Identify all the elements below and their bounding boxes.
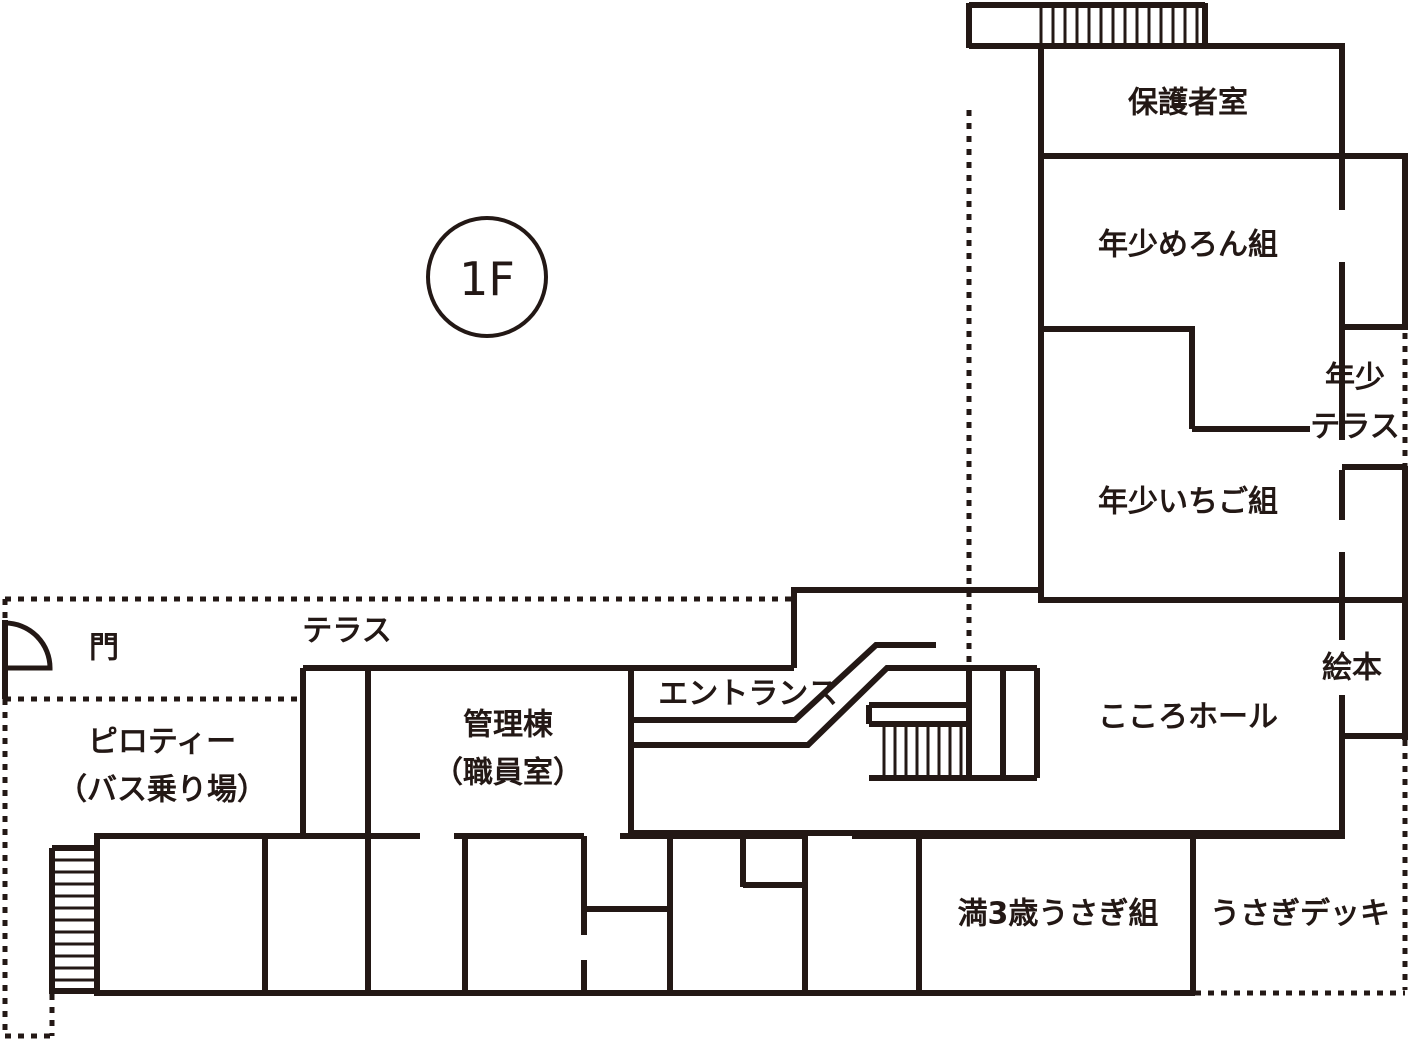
gate-door-icon [4,620,53,671]
room-label-usagi-deck: うさぎデッキ [1210,897,1390,932]
room-label-nensho-melon: 年少めろん組 [1098,228,1278,263]
room-label-nensho-terrace-1: 年少 [1325,361,1385,396]
room-label-nensho-ichigo: 年少いちご組 [1098,485,1278,520]
room-label-kokoro-hall: こころホール [1098,700,1278,735]
west-stairs [49,845,97,994]
room-label-mon: 門 [89,631,119,666]
west-walls [2,587,797,1039]
room-label-piloti-2: （バス乗り場） [57,773,267,808]
room-label-ehon: 絵本 [1322,651,1382,686]
entrance-stairs [882,724,963,778]
room-label-hogosha: 保護者室 [1128,86,1248,121]
room-label-entrance: エントランス [658,677,837,712]
floor-indicator-circle [426,216,548,338]
room-labels: 保護者室 年少めろん組 年少 テラス 年少いちご組 絵本 こころホール エントラ… [57,86,1400,932]
room-label-nensho-terrace-2: テラス [1310,410,1399,445]
floor-label: 1F [459,252,515,306]
room-label-terrace: テラス [302,614,391,649]
floor-indicator: 1F [426,216,548,338]
room-label-piloti-1: ピロティー [88,725,236,760]
south-walls [94,833,1405,996]
room-label-kanritou-2: （職員室） [433,756,583,791]
entrance-ramp [631,642,1040,781]
room-label-kanritou-1: 管理棟 [463,708,554,743]
north-stairs [1039,5,1199,46]
room-label-man3-usagi: 満3歳うさぎ組 [958,897,1159,932]
